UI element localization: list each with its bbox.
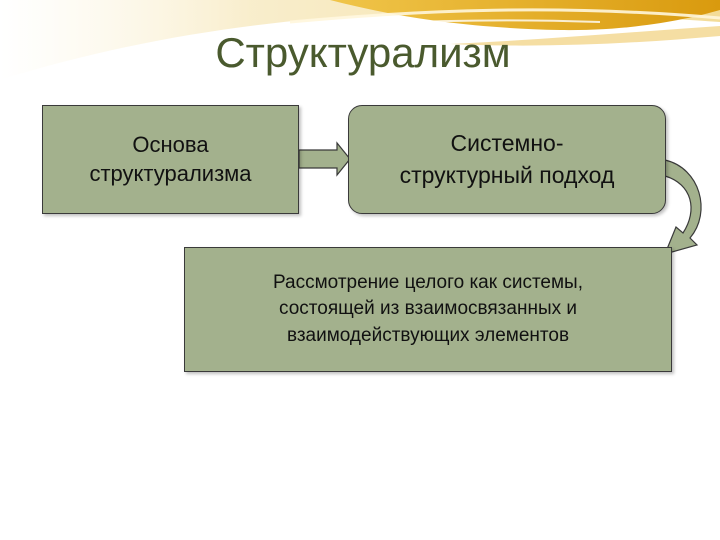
curved-arrow	[663, 159, 702, 255]
basis-box: Основа структурализма	[42, 105, 299, 214]
systems-approach-label: Системно- структурный подход	[399, 130, 615, 188]
slide-title: Структурализм	[215, 29, 511, 76]
definition-box: Рассмотрение целого как системы, состоящ…	[184, 247, 672, 372]
highlight-wave-2	[119, 19, 601, 57]
right-arrow	[298, 141, 351, 177]
highlight-wave	[289, 8, 720, 24]
basis-box-label: Основа структурализма	[89, 131, 252, 186]
systems-approach-box: Системно- структурный подход	[348, 105, 666, 214]
definition-label: Рассмотрение целого как системы, состоящ…	[273, 271, 583, 346]
gold-wave-lower	[450, 26, 720, 46]
cream-wave	[0, 0, 720, 80]
gold-wave	[330, 0, 720, 31]
